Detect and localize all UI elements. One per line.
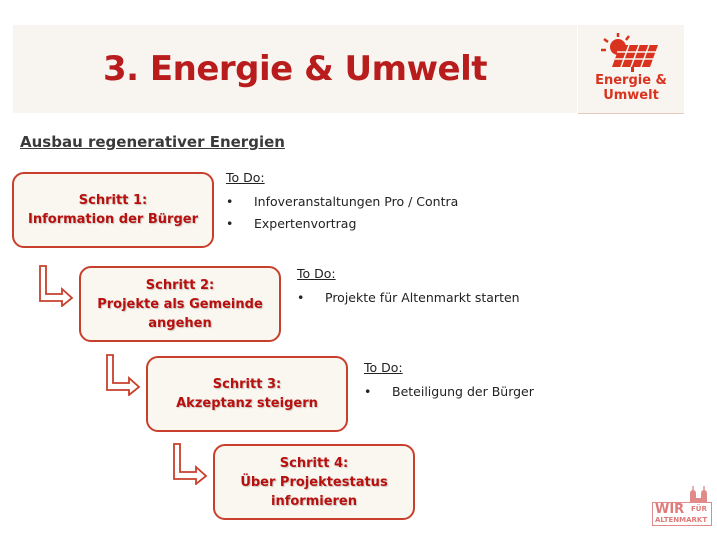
step-text: angehen [148,315,212,331]
energie-umwelt-logo: Energie &Umwelt [578,25,684,114]
logo-text: Umwelt [603,88,659,103]
logo-text: ALTENMARKT [655,516,708,524]
logo-text: Energie & [595,73,667,88]
bent-arrow-icon [106,354,141,396]
step-text: Projekte als Gemeinde [97,296,263,312]
step-title: Schritt 2: [145,277,215,293]
solar-panel-icon [601,33,658,72]
step-1-box: Schritt 1: Information der Bürger [12,172,214,248]
todo-label: To Do: [364,360,403,375]
todo-label: To Do: [226,170,265,185]
section-subtitle: Ausbau regenerativer Energien [20,133,285,151]
step-title: Schritt 1: [78,193,148,208]
title-bar: 3. Energie & Umwelt [13,25,577,113]
step-text: informieren [270,493,357,509]
logo-text: WIR [655,502,685,517]
step-text: Akzeptanz steigern [176,396,318,411]
bullet: • [364,384,372,399]
bullet: • [226,216,234,231]
step-3-box: Schritt 3: Akzeptanz steigern [146,356,348,432]
logo-text: FÜR [691,505,707,513]
todo-label: To Do: [297,266,336,281]
todo-item: Projekte für Altenmarkt starten [325,290,520,305]
step-text: Information der Bürger [28,212,198,227]
todo-list-step-1: To Do: • Infoveranstaltungen Pro / Contra… [226,170,458,235]
todo-item: Expertenvortrag [254,216,357,231]
todo-list-step-2: To Do: • Projekte für Altenmarkt starten [297,266,520,309]
todo-item: Infoveranstaltungen Pro / Contra [254,194,459,209]
step-title: Schritt 3: [212,377,282,392]
bent-arrow-icon [173,443,208,485]
step-text: Über Projektestatus [240,474,388,490]
step-2-box: Schritt 2: Projekte als Gemeinde angehen [79,266,281,342]
todo-item: Beteiligung der Bürger [392,384,534,399]
bent-arrow-icon [39,265,74,307]
todo-list-step-3: To Do: • Beteiligung der Bürger [364,360,534,403]
page-title: 3. Energie & Umwelt [103,49,487,89]
bullet: • [297,290,305,305]
bullet: • [226,194,234,209]
step-title: Schritt 4: [279,455,349,471]
step-4-box: Schritt 4: Über Projektestatus informieren [213,444,415,520]
wir-fuer-altenmarkt-logo: WIR FÜR ALTENMARKT [652,486,712,526]
